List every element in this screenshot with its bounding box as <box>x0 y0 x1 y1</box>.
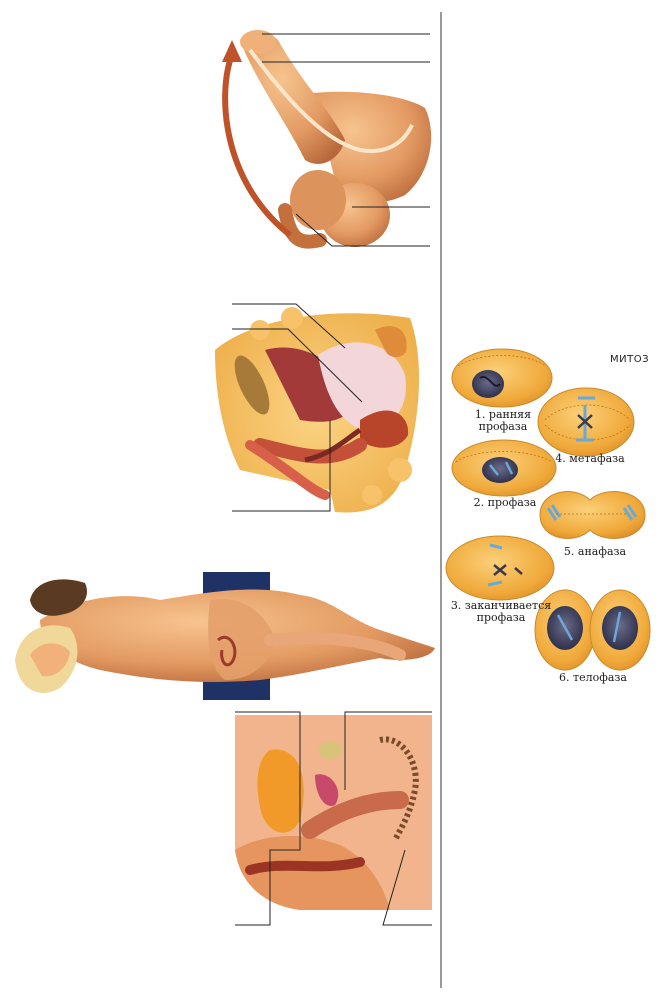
stage-label-1-line2: профаза <box>478 420 528 433</box>
stage-label-3: 3. заканчивается профаза <box>446 600 556 624</box>
couple-figure <box>15 572 435 700</box>
stage-label-5-line1: 5. анафаза <box>563 545 627 558</box>
stage-label-6: 6. телофаза <box>548 672 638 684</box>
stage-label-2-line1: 2. профаза <box>473 496 537 509</box>
mitosis-cell-1 <box>451 348 553 408</box>
mitosis-cell-4 <box>537 387 635 457</box>
stage-label-1: 1. ранняя профаза <box>458 409 548 433</box>
mitosis-cell-6 <box>534 589 651 671</box>
stage-label-5: 5. анафаза <box>550 546 640 558</box>
stage-label-3-line1: 3. заканчивается <box>450 599 552 612</box>
male-anatomy-figure <box>222 30 432 249</box>
stage-label-4-line1: 4. метафаза <box>555 452 625 465</box>
mitosis-panel <box>445 348 651 671</box>
mitosis-title: МИТОЗ <box>610 354 649 365</box>
stage-label-4: 4. метафаза <box>545 453 635 465</box>
stage-label-1-line1: 1. ранняя <box>474 408 532 421</box>
mitosis-cell-2 <box>451 439 557 497</box>
stage-label-3-line2: профаза <box>476 611 526 624</box>
mitosis-cell-3 <box>445 535 555 601</box>
mitosis-cell-5 <box>539 491 646 539</box>
stage-label-6-line1: 6. телофаза <box>559 671 627 684</box>
female-anatomy-figure <box>215 303 420 513</box>
stage-label-2: 2. профаза <box>455 497 555 509</box>
coitus-section-figure <box>235 711 432 926</box>
